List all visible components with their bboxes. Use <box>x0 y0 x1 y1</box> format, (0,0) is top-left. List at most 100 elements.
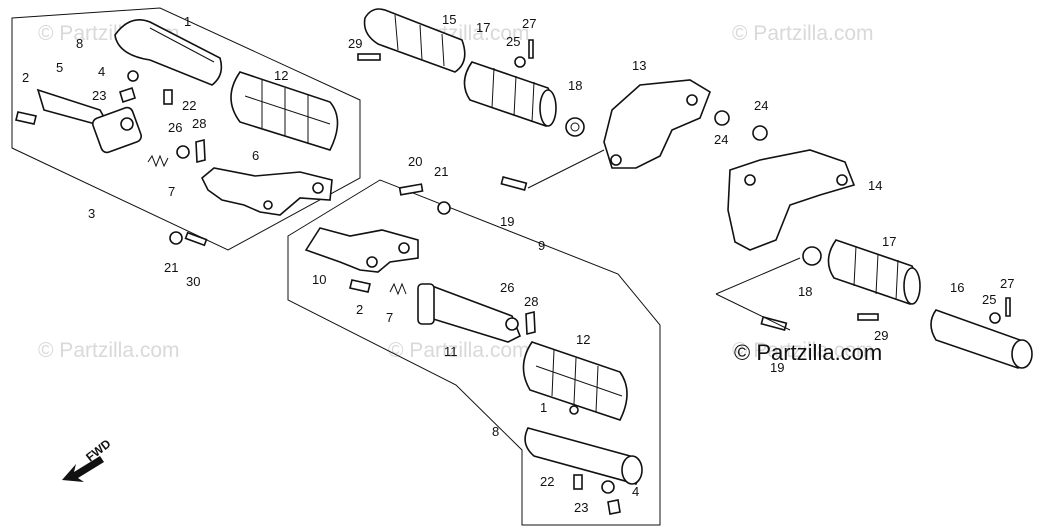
watermark: © Partzilla.com <box>732 339 874 362</box>
watermark: © Partzilla.com <box>38 339 180 362</box>
callout-labels: 1 8 2 5 4 23 22 12 26 28 6 7 3 21 30 15 … <box>22 12 1014 515</box>
part-13-bracket <box>603 79 711 169</box>
part-10-bracket <box>304 227 419 273</box>
part-29-bolt <box>357 53 381 61</box>
part-26-washer <box>176 145 190 159</box>
part-5-footpeg <box>36 88 142 154</box>
assembly-9-boundary <box>287 179 661 526</box>
callout: 25 <box>506 34 520 49</box>
callout: 8 <box>76 36 83 51</box>
callout: 1 <box>540 400 547 415</box>
leader-line <box>527 149 605 189</box>
part-7-spring <box>147 154 169 168</box>
part-25-washer <box>514 56 526 68</box>
part-22-screw <box>573 474 583 490</box>
leader-line <box>715 257 801 331</box>
callout: 29 <box>874 328 888 343</box>
callout: 13 <box>632 58 646 73</box>
callout: 7 <box>386 310 393 325</box>
callout: 11 <box>444 344 458 359</box>
callout: 4 <box>632 484 639 499</box>
part-12-rubber <box>522 341 628 421</box>
callout: 27 <box>1000 276 1014 291</box>
part-4-nut <box>601 480 615 494</box>
callout: 10 <box>312 272 326 287</box>
part-17-rubber <box>463 61 557 127</box>
part-19-bolt <box>500 176 528 191</box>
callout: 16 <box>950 280 964 295</box>
callout: 22 <box>540 474 554 489</box>
callout: 21 <box>164 260 178 275</box>
part-21-nut <box>169 231 183 245</box>
callout: 1 <box>184 14 191 29</box>
callout: 2 <box>356 302 363 317</box>
callout: 5 <box>56 60 63 75</box>
part-30-bolt <box>184 231 208 247</box>
callout: 4 <box>98 64 105 79</box>
callout: 20 <box>408 154 422 169</box>
part-22-screw <box>163 89 173 105</box>
part-11-footpeg <box>417 283 522 343</box>
part-14-bracket <box>727 149 856 251</box>
copyright-notice: © Partzilla.com <box>734 340 882 365</box>
callout: 6 <box>252 148 259 163</box>
watermark: © Partzilla.com <box>388 339 530 362</box>
part-2-pin <box>15 111 37 125</box>
callout: 8 <box>492 424 499 439</box>
watermark: © Partzilla.com <box>732 22 874 45</box>
part-24-nut <box>714 110 730 126</box>
callout: 28 <box>192 116 206 131</box>
callout: 29 <box>348 36 362 51</box>
part-7-spring <box>389 282 407 296</box>
callout: 21 <box>434 164 448 179</box>
callout: 27 <box>522 16 536 31</box>
callout: 26 <box>500 280 514 295</box>
part-27-pin <box>528 39 534 59</box>
callout: 9 <box>538 238 545 253</box>
part-26-washer <box>505 317 519 331</box>
part-1-rivet <box>569 405 579 415</box>
callout: 30 <box>186 274 200 289</box>
part-15-sleeve <box>363 8 466 73</box>
forward-direction-arrow: FWD <box>62 436 114 482</box>
callout: 14 <box>868 178 882 193</box>
part-21-nut <box>437 201 451 215</box>
part-23-bolt <box>607 499 621 515</box>
part-25-washer <box>989 312 1001 324</box>
part-4-nut <box>127 70 139 82</box>
part-16-sleeve <box>930 309 1033 369</box>
callout: 12 <box>576 332 590 347</box>
callout: 3 <box>88 206 95 221</box>
part-20-bolt <box>398 183 424 196</box>
part-6-bracket <box>201 167 333 216</box>
callout: 24 <box>714 132 728 147</box>
callout: 26 <box>168 120 182 135</box>
callout: 7 <box>168 184 175 199</box>
callout: 24 <box>754 98 768 113</box>
part-28-pin <box>195 138 206 164</box>
callout: 28 <box>524 294 538 309</box>
callout: 19 <box>770 360 784 375</box>
part-27-pin <box>1005 297 1011 317</box>
part-28-pin <box>525 310 536 336</box>
callout: 17 <box>882 234 896 249</box>
callout: 2 <box>22 70 29 85</box>
part-29-bolt <box>857 313 879 321</box>
callout: 25 <box>982 292 996 307</box>
callout: 18 <box>568 78 582 93</box>
callout: 15 <box>442 12 456 27</box>
part-8-cover <box>114 19 223 86</box>
part-18-washer <box>802 246 822 266</box>
part-24-nut <box>752 125 768 141</box>
callout: 22 <box>182 98 196 113</box>
callout: 23 <box>92 88 106 103</box>
callout: 23 <box>574 500 588 515</box>
part-8-cover <box>524 427 643 485</box>
part-23-bolt <box>119 86 136 104</box>
assembly-3-boundary <box>11 7 361 251</box>
part-19-bolt <box>760 316 788 331</box>
callout: 19 <box>500 214 514 229</box>
callout: 12 <box>274 68 288 83</box>
part-2-pin <box>349 279 371 293</box>
part-17-rubber <box>827 239 921 305</box>
